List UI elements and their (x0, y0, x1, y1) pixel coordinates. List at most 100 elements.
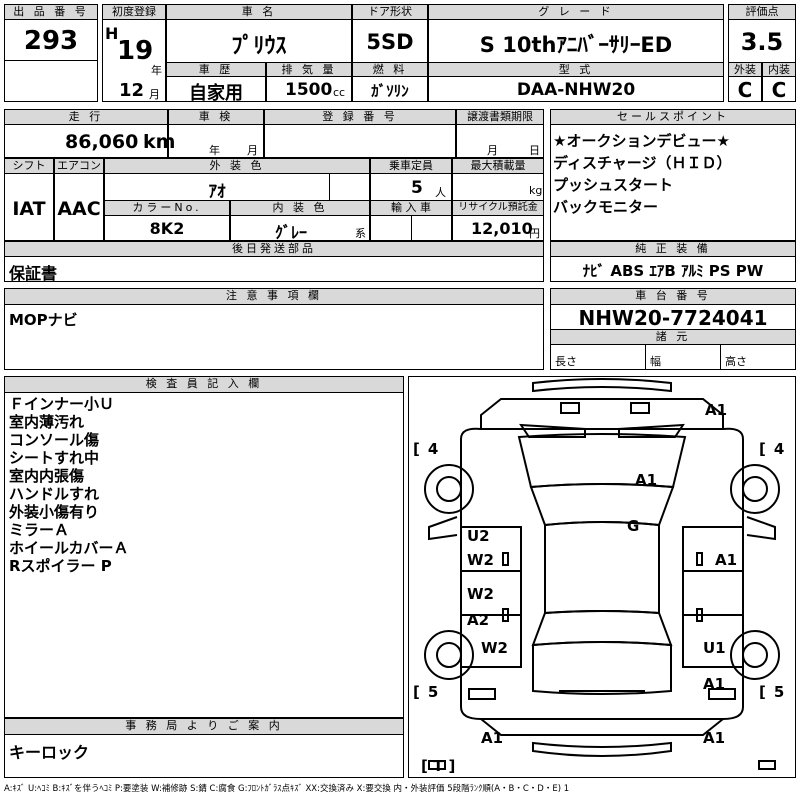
history-cell: 自家用 (166, 76, 266, 104)
fuel: ｶﾞｿﾘﾝ (371, 82, 409, 100)
selling-points-cell: ★オークションデビュー★ ディスチャージ（ＨＩＤ） プッシュスタート バックモニ… (550, 124, 796, 241)
damage-mark-right-rear-1: U1 (703, 639, 726, 657)
plate-label: 登 録 番 号 (264, 109, 456, 125)
damage-mark-left-front-1: U2 (467, 527, 490, 545)
history: 自家用 (189, 83, 243, 104)
damage-diagram: [4 [4 [5 [5 [ T ] A1 A1 G U2 W2 W2 A2 W2… (408, 376, 796, 778)
damage-mark-left-rear-1: W2 (467, 585, 494, 603)
later-parts: 保証書 (9, 264, 58, 283)
door-cell: 5SD (352, 19, 428, 63)
era: H (105, 24, 119, 43)
ext-grade-label: 外装 (728, 62, 762, 77)
inspector-item: シートすれ中 (9, 449, 100, 467)
inspector-list: Ｆインナー小Ｕ 室内薄汚れ コンソール傷 シートすれ中 室内内張傷 ハンドルすれ… (9, 395, 129, 575)
tire-depth-rear-left: [5 (413, 683, 439, 701)
damage-mark-right-rear-2: A1 (703, 675, 726, 693)
int-color-suffix: 系 (355, 227, 366, 240)
grade-label: グ レ ー ド (428, 4, 724, 20)
ac-cell: AAC (54, 173, 104, 241)
tire-depth-rear-right: [5 (759, 683, 785, 701)
load-unit: kg (529, 184, 543, 197)
selling-point-item: プッシュスタート (553, 176, 674, 194)
shift: IAT (12, 198, 46, 220)
load-label: 最大積載量 (452, 158, 544, 174)
recycle-unit: 円 (529, 227, 540, 240)
damage-mark-left-rear-wheel: W2 (481, 639, 508, 657)
notes: MOPナビ (9, 311, 78, 329)
length-cell: 長さ (550, 344, 646, 370)
tire-depth-front-right: [4 (759, 440, 785, 458)
first-reg-label: 初度登録 (102, 4, 166, 20)
import-cell-1 (370, 215, 412, 241)
transfer-cell: 月 日 (456, 124, 544, 158)
displacement: 1500 (285, 80, 333, 100)
ext-color-label: 外 装 色 (104, 158, 370, 174)
recycle: 12,010 (471, 219, 533, 238)
length-label: 長さ (555, 355, 577, 368)
fuel-label: 燃 料 (352, 62, 428, 77)
inspection-year-unit: 年 (209, 144, 220, 157)
capacity-label: 乗車定員 (370, 158, 452, 174)
equipment-label: 純 正 装 備 (550, 241, 796, 257)
height-cell: 高さ (720, 344, 796, 370)
capacity-unit: 人 (435, 186, 446, 199)
trunk-mark: [ T ] (421, 757, 456, 775)
lot-empty-cell (4, 60, 98, 102)
load-cell: kg (452, 173, 544, 201)
mileage-label: 走 行 (4, 109, 168, 125)
damage-mark-bottom-left: A1 (481, 729, 504, 747)
door-label: ドア形状 (352, 4, 428, 20)
inspection-cell: 年 月 (168, 124, 264, 158)
score-label: 評価点 (728, 4, 796, 20)
chassis-label: 車 台 番 号 (550, 288, 796, 305)
shift-label: シフト (4, 158, 54, 174)
displacement-unit: cc (333, 86, 346, 99)
damage-mark-front-right: A1 (705, 401, 728, 419)
height-label: 高さ (725, 355, 747, 368)
legend: A:ｷｽﾞ U:ﾍｺﾐ B:ｷｽﾞを伴うﾍｺﾐ P:要塗装 W:補修跡 S:錆 … (4, 784, 570, 794)
car-name-cell: ﾌﾟﾘｳｽ (166, 19, 352, 63)
inspection-label: 車 検 (168, 109, 264, 125)
chassis-number: NHW20-7724041 (578, 306, 768, 330)
width-cell: 幅 (645, 344, 721, 370)
inspector-item: ハンドルすれ (9, 485, 100, 503)
grade-cell: S 10thｱﾆﾊﾞｰｻﾘｰED (428, 19, 724, 63)
inspection-month-unit: 月 (247, 144, 258, 157)
inspector-item: 外装小傷有り (9, 503, 100, 521)
mileage-cell: 86,060 km (4, 124, 175, 158)
damage-mark-roof: G (627, 517, 640, 535)
score-cell: 3.5 (728, 19, 796, 63)
reg-year: 19 (117, 36, 154, 66)
car-outline (424, 378, 780, 770)
fuel-cell: ｶﾞｿﾘﾝ (352, 76, 428, 102)
inspector-item: Ｆインナー小Ｕ (9, 395, 115, 413)
transfer-day-unit: 日 (529, 144, 540, 157)
damage-mark-hood: A1 (635, 471, 658, 489)
inspector-item: 室内薄汚れ (9, 413, 85, 431)
ac-label: エアコン (54, 158, 104, 174)
office-label: 事 務 局 よ り ご 案 内 (4, 718, 404, 735)
color-no-label: カラーNo. (104, 200, 230, 216)
lot-cell: 293 (4, 19, 98, 61)
transfer-label: 譲渡書類期限 (456, 109, 544, 125)
reg-month: 12 (119, 80, 145, 101)
notes-label: 注 意 事 項 欄 (4, 288, 544, 305)
damage-mark-right-front: A1 (715, 551, 738, 569)
inspector-item: 室内内張傷 (9, 467, 85, 485)
transfer-month-unit: 月 (487, 144, 498, 157)
ac: AAC (57, 198, 101, 220)
width-label: 幅 (650, 355, 661, 368)
recycle-cell: 12,010 円 (452, 215, 544, 241)
ext-grade: C (737, 78, 753, 102)
model-cell: DAA-NHW20 (428, 76, 724, 102)
int-grade-label: 内装 (762, 62, 796, 77)
ext-grade-cell: C (728, 76, 762, 102)
inspector-item: コンソール傷 (9, 431, 100, 449)
first-reg-cell: H 19 年 12 月 (102, 19, 166, 102)
specs-label: 諸 元 (550, 329, 796, 345)
int-color-cell: ｸﾞﾚｰ 系 (230, 215, 370, 242)
color-no: 8K2 (149, 219, 185, 238)
import-label: 輸 入 車 (370, 200, 452, 216)
inspector-item: ホイールカバーＡ (9, 539, 129, 557)
year-unit: 年 (151, 64, 162, 77)
